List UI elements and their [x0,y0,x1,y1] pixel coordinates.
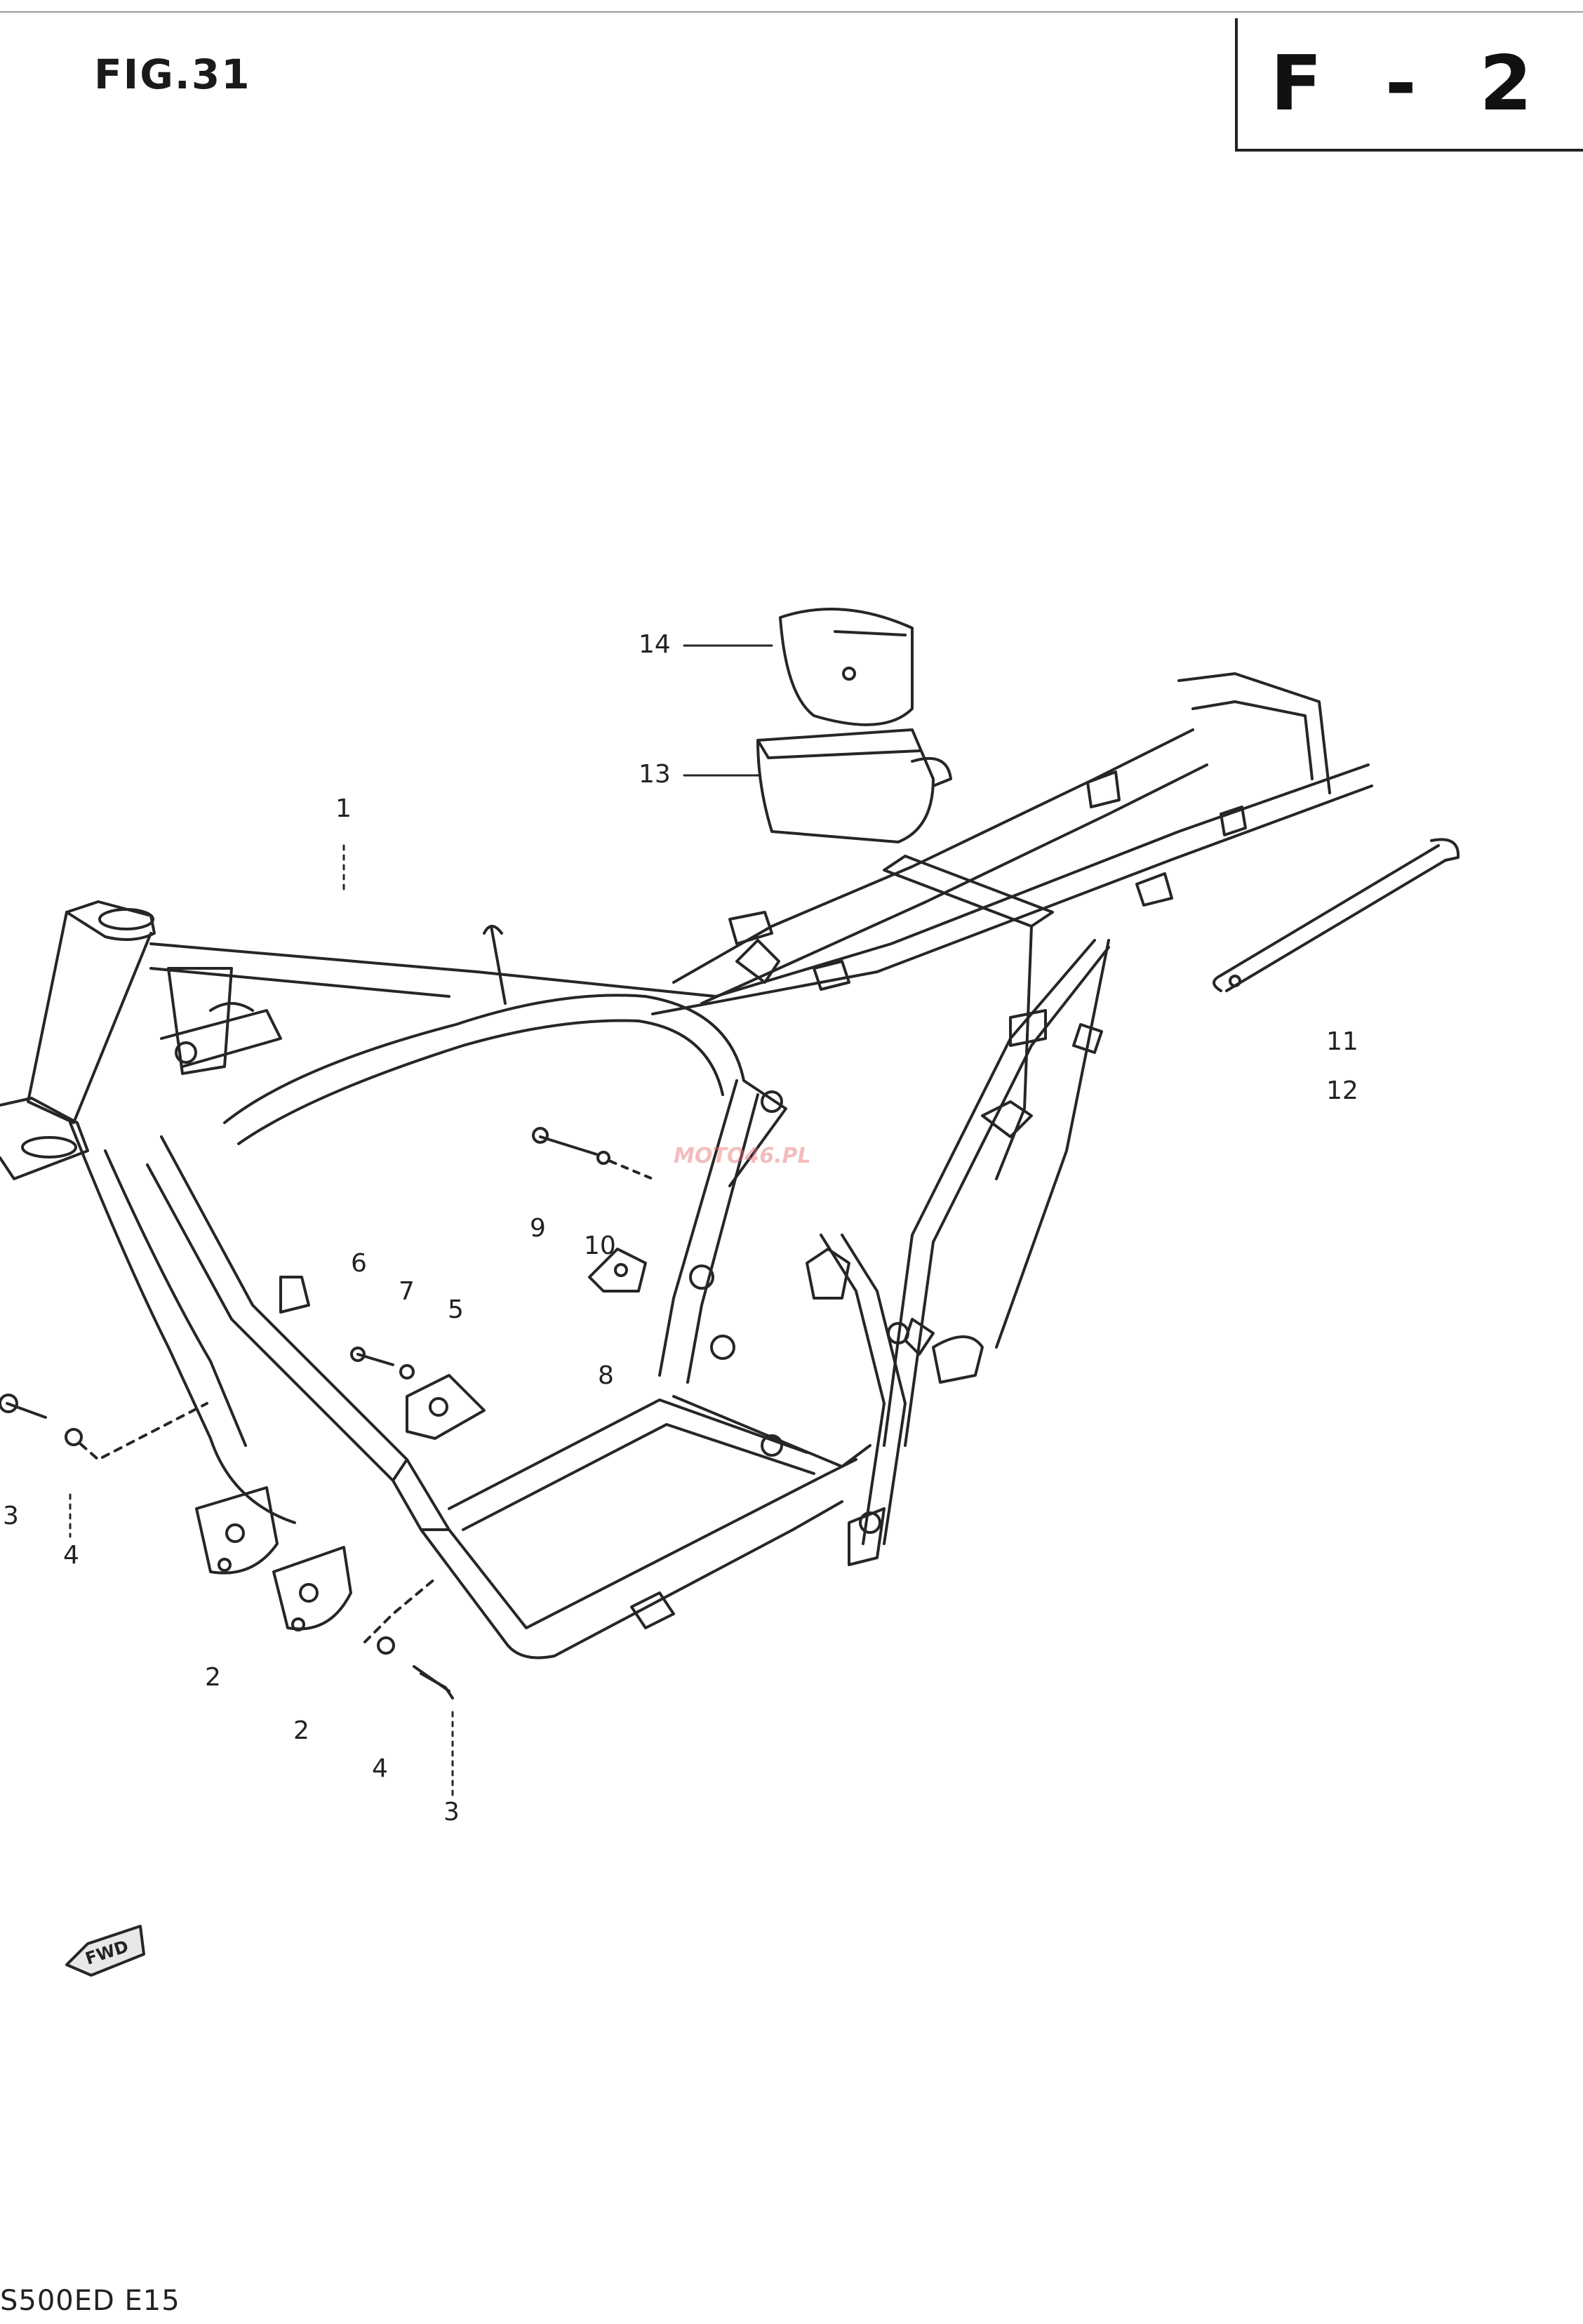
part-10-plate [588,1248,647,1293]
part-3-bolt-lower [363,1577,454,1699]
callout-4-lower: 4 [372,1754,388,1783]
callout-3-lower: 3 [443,1798,460,1827]
part-9-bolt [532,1127,654,1180]
callout-1: 1 [335,794,352,823]
callout-9: 9 [530,1214,546,1243]
part-6-bolt [350,1347,415,1380]
callout-7: 7 [399,1277,415,1306]
part-5-bracket [406,1374,486,1440]
callout-3-left: 3 [3,1502,19,1530]
part-11-brace [1213,838,1460,992]
watermark: MOTO46.PL [674,1144,811,1168]
frame-main [0,672,1373,1659]
callout-11: 11 [1326,1027,1358,1056]
callout-2-first: 2 [205,1663,221,1692]
callout-12: 12 [1326,1076,1358,1105]
section-code: F - 2 [1270,39,1551,128]
model-code: S500ED E15 [0,2285,180,2317]
callout-6: 6 [351,1249,367,1278]
part-13-holder [756,728,952,843]
part-3-bolt-left [0,1394,208,1461]
figure-title: FIG.31 [94,51,251,98]
part-14-cover [779,608,914,726]
fwd-arrow-icon: FWD [65,1925,145,1977]
callout-8: 8 [598,1361,614,1390]
leader-lines [69,644,773,1798]
part-2-engine-plates [195,1486,352,1631]
callout-5: 5 [448,1295,464,1324]
callout-10: 10 [584,1231,616,1260]
section-code-box: F - 2 [1235,18,1583,152]
callout-2-second: 2 [293,1716,309,1745]
callout-13: 13 [639,760,671,789]
callout-14: 14 [639,630,671,659]
callout-4-left: 4 [63,1541,79,1570]
top-rule [0,11,1583,13]
